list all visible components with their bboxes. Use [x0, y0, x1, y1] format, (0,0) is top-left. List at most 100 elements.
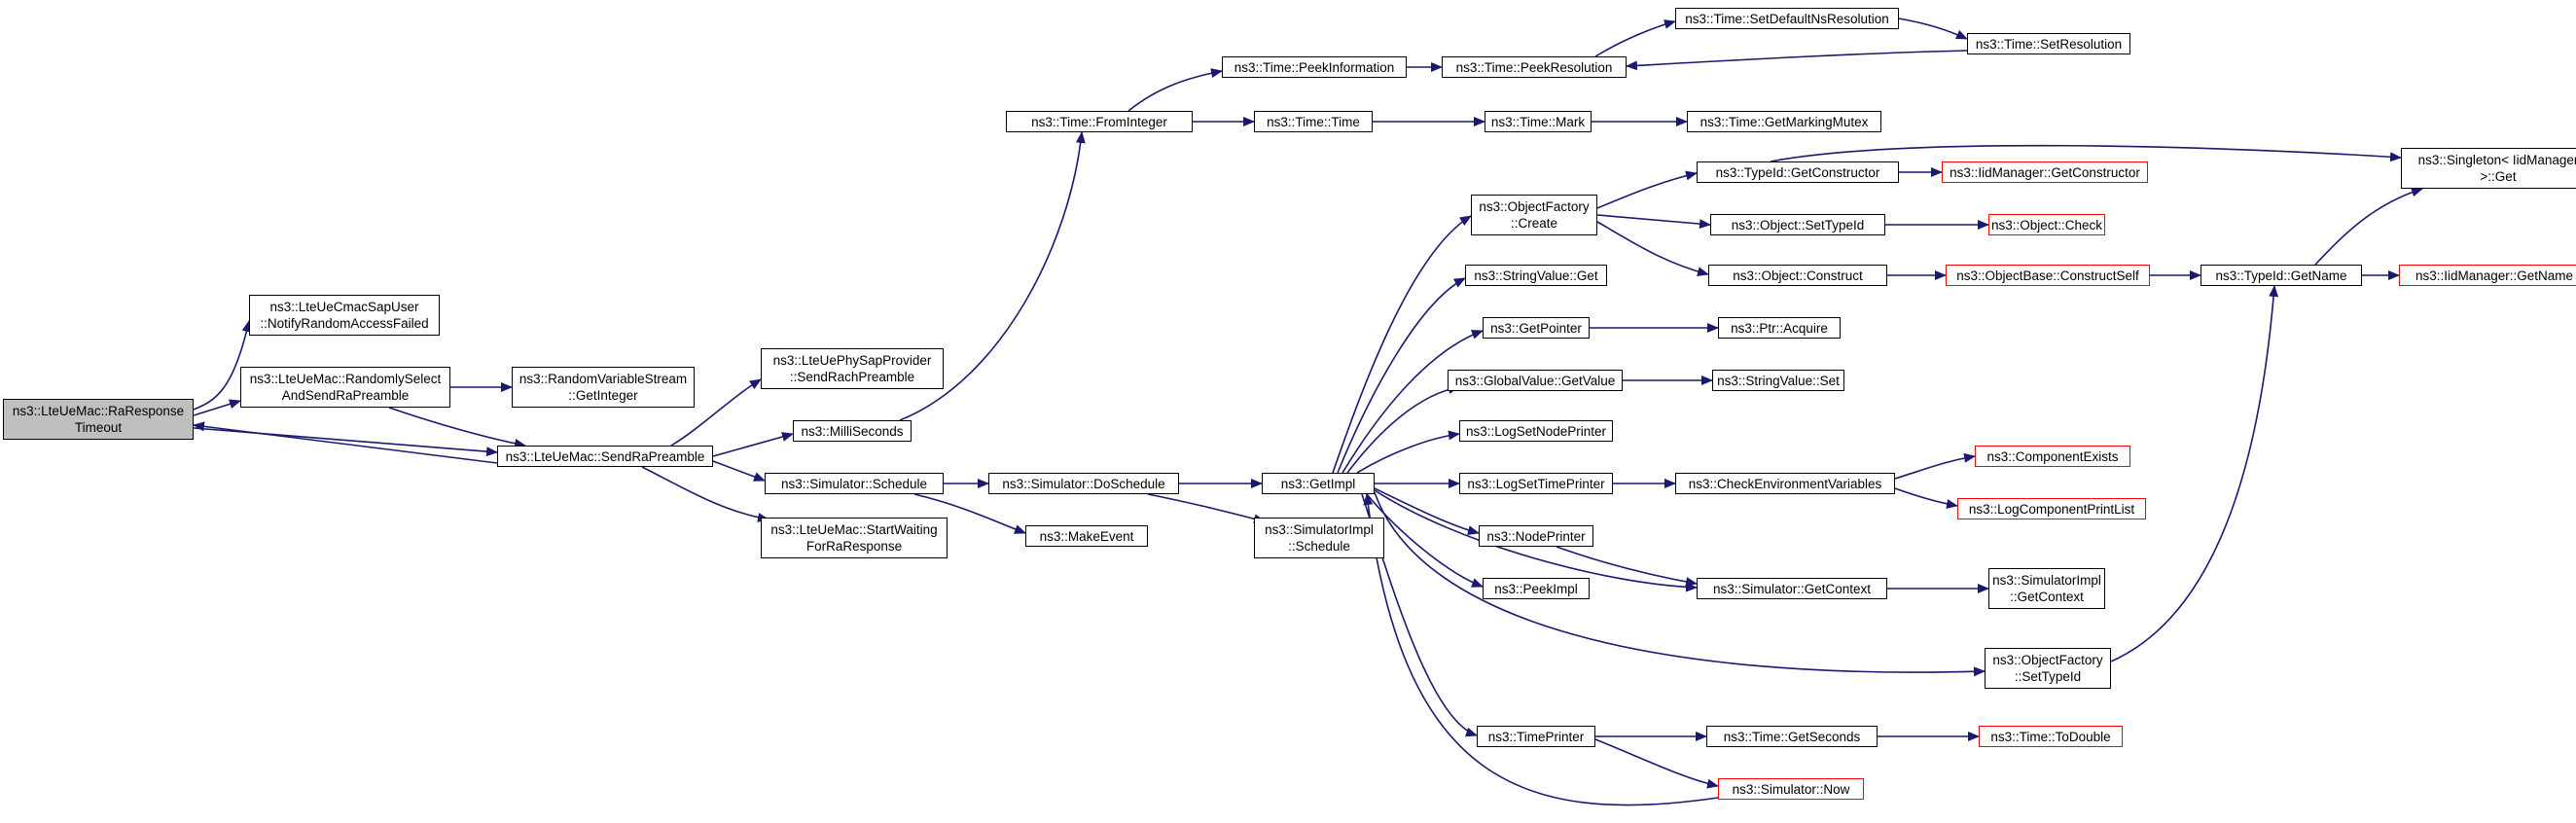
- node-label: ns3::Singleton< IidManager: [2417, 153, 2576, 167]
- node-getimpl[interactable]: ns3::GetImpl: [1262, 473, 1375, 494]
- node-tidgetcons[interactable]: ns3::TypeId::GetConstructor: [1697, 161, 1899, 183]
- edge-getimpl-to-simgetctx: [1374, 489, 1698, 592]
- node-rach[interactable]: ns3::LteUePhySapProvider::SendRachPreamb…: [761, 348, 944, 389]
- edge-ofcreate-to-tidgetcons: [1596, 170, 1698, 209]
- node-makeevent[interactable]: ns3::MakeEvent: [1025, 525, 1148, 547]
- node-label: ns3::TypeId::GetConstructor: [1715, 164, 1880, 180]
- node-label: ::Schedule: [1288, 539, 1350, 554]
- node-iidgetname[interactable]: ns3::IidManager::GetName: [2399, 265, 2576, 286]
- edge-fromint-to-peekinfo: [1127, 68, 1223, 112]
- edge-doschedule-to-simimplsched: [1147, 493, 1266, 524]
- node-simgetctx[interactable]: ns3::Simulator::GetContext: [1697, 578, 1887, 599]
- node-label: ns3::Time::Mark: [1490, 114, 1586, 129]
- node-timegetsec[interactable]: ns3::Time::GetSeconds: [1706, 726, 1878, 747]
- node-singleton[interactable]: ns3::Singleton< IidManager >::Get: [2401, 148, 2576, 189]
- node-peekimpl[interactable]: ns3::PeekImpl: [1483, 578, 1590, 599]
- node-fromint[interactable]: ns3::Time::FromInteger: [1006, 111, 1193, 132]
- node-label: ns3::Time::SetDefaultNsResolution: [1685, 11, 1889, 26]
- edge-sendra-to-startwait: [641, 466, 769, 522]
- node-label: AndSendRaPreamble: [281, 388, 410, 403]
- node-simnow[interactable]: ns3::Simulator::Now: [1718, 778, 1864, 800]
- node-logtime[interactable]: ns3::LogSetTimePrinter: [1459, 473, 1613, 494]
- edge-getimpl-to-getptr: [1342, 330, 1484, 474]
- edge-ofcreate-to-objsettid: [1596, 214, 1711, 230]
- node-label: ns3::LteUeMac::RaResponse: [12, 404, 185, 418]
- node-lognode[interactable]: ns3::LogSetNodePrinter: [1459, 420, 1613, 442]
- node-label: ns3::NodePrinter: [1486, 528, 1586, 544]
- edge-sched-to-makeevent: [913, 493, 1026, 534]
- edge-randsel-to-sendra: [388, 407, 526, 448]
- node-label: ns3::TimePrinter: [1487, 729, 1585, 744]
- edge-sendra-to-root: [193, 421, 498, 464]
- node-ofcreate[interactable]: ns3::ObjectFactory::Create: [1471, 195, 1597, 235]
- node-label: ns3::Time::PeekInformation: [1234, 59, 1395, 75]
- node-rvs[interactable]: ns3::RandomVariableStream::GetInteger: [512, 367, 695, 408]
- node-label: >::Get: [2480, 169, 2517, 184]
- node-compexists[interactable]: ns3::ComponentExists: [1975, 446, 2130, 467]
- node-markmutex[interactable]: ns3::Time::GetMarkingMutex: [1687, 111, 1881, 132]
- node-nodeprinter[interactable]: ns3::NodePrinter: [1479, 525, 1593, 547]
- node-logcomplist[interactable]: ns3::LogComponentPrintList: [1957, 498, 2146, 519]
- node-doschedule[interactable]: ns3::Simulator::DoSchedule: [988, 473, 1179, 494]
- node-globalval[interactable]: ns3::GlobalValue::GetValue: [1448, 370, 1623, 391]
- node-strvalget[interactable]: ns3::StringValue::Get: [1465, 265, 1607, 286]
- edge-setdefault-to-setres: [1898, 18, 1968, 40]
- node-strvalset[interactable]: ns3::StringValue::Set: [1712, 370, 1844, 391]
- node-objbase[interactable]: ns3::ObjectBase::ConstructSelf: [1946, 265, 2150, 286]
- node-label: ns3::LteUePhySapProvider: [772, 353, 932, 368]
- node-todouble[interactable]: ns3::Time::ToDouble: [1979, 726, 2123, 747]
- edge-root-to-sendra: [193, 427, 498, 457]
- edge-tidgetcons-to-singleton: [1770, 144, 2402, 162]
- edge-sendra-to-rach: [670, 378, 762, 447]
- node-sendra[interactable]: ns3::LteUeMac::SendRaPreamble: [497, 446, 713, 467]
- node-checkenv[interactable]: ns3::CheckEnvironmentVariables: [1675, 473, 1895, 494]
- node-label: ns3::LteUeMac::RandomlySelect: [249, 372, 442, 386]
- node-peekinfo[interactable]: ns3::Time::PeekInformation: [1222, 56, 1407, 78]
- node-label: ns3::Time::PeekResolution: [1455, 59, 1613, 75]
- node-timeprinter[interactable]: ns3::TimePrinter: [1477, 726, 1595, 747]
- node-label: ns3::StringValue::Get: [1474, 268, 1598, 283]
- node-label: ::NotifyRandomAccessFailed: [260, 316, 429, 331]
- edge-getimpl-to-peekimpl: [1366, 493, 1484, 588]
- node-ptracquire[interactable]: ns3::Ptr::Acquire: [1718, 317, 1841, 339]
- node-label: ns3::LogComponentPrintList: [1968, 501, 2135, 517]
- node-setdefault[interactable]: ns3::Time::SetDefaultNsResolution: [1675, 8, 1899, 29]
- node-getptr[interactable]: ns3::GetPointer: [1483, 317, 1590, 339]
- node-label: ns3::TypeId::GetName: [2215, 268, 2347, 283]
- node-notify[interactable]: ns3::LteUeCmacSapUser::NotifyRandomAcces…: [249, 295, 440, 336]
- node-label: ns3::Time::SetResolution: [1975, 36, 2123, 52]
- node-mark[interactable]: ns3::Time::Mark: [1485, 111, 1592, 132]
- node-label: ::Create: [1510, 216, 1558, 231]
- edge-root-to-notify: [193, 320, 252, 411]
- node-label: Timeout: [74, 420, 123, 435]
- node-objsettid[interactable]: ns3::Object::SetTypeId: [1710, 214, 1885, 235]
- edge-ofsettid-to-tidgetname: [2110, 285, 2279, 662]
- node-label: ns3::Object::Construct: [1733, 268, 1863, 283]
- node-ofsettid[interactable]: ns3::ObjectFactory::SetTypeId: [1985, 648, 2111, 689]
- node-iidgetcons[interactable]: ns3::IidManager::GetConstructor: [1942, 161, 2148, 183]
- node-tidgetname[interactable]: ns3::TypeId::GetName: [2200, 265, 2362, 286]
- node-peekres[interactable]: ns3::Time::PeekResolution: [1442, 56, 1627, 78]
- node-label: ns3::Object::Check: [1990, 217, 2103, 233]
- edge-getimpl-to-globalval: [1346, 383, 1460, 474]
- edge-checkenv-to-compexists: [1894, 452, 1976, 480]
- node-objcheck[interactable]: ns3::Object::Check: [1988, 214, 2105, 235]
- node-label: ns3::Time::GetMarkingMutex: [1699, 114, 1869, 129]
- node-milli[interactable]: ns3::MilliSeconds: [793, 420, 912, 442]
- node-label: ns3::Time::Time: [1267, 114, 1360, 129]
- node-label: ::SendRachPreamble: [789, 370, 915, 384]
- node-label: ns3::LogSetTimePrinter: [1467, 476, 1605, 491]
- node-simimplctx[interactable]: ns3::SimulatorImpl::GetContext: [1988, 568, 2105, 609]
- node-setres[interactable]: ns3::Time::SetResolution: [1967, 33, 2130, 54]
- node-objconstruct[interactable]: ns3::Object::Construct: [1708, 265, 1887, 286]
- node-label: ns3::LteUeMac::SendRaPreamble: [505, 448, 705, 464]
- node-timetime[interactable]: ns3::Time::Time: [1254, 111, 1373, 132]
- edge-getimpl-to-nodeprinter: [1374, 487, 1480, 535]
- node-sched[interactable]: ns3::Simulator::Schedule: [765, 473, 944, 494]
- edge-timeprinter-to-getimpl: [1363, 493, 1719, 806]
- node-label: ns3::ObjectFactory: [1992, 653, 2103, 667]
- node-simimplsched[interactable]: ns3::SimulatorImpl::Schedule: [1254, 518, 1384, 558]
- edge-getimpl-to-ofcreate: [1332, 215, 1472, 474]
